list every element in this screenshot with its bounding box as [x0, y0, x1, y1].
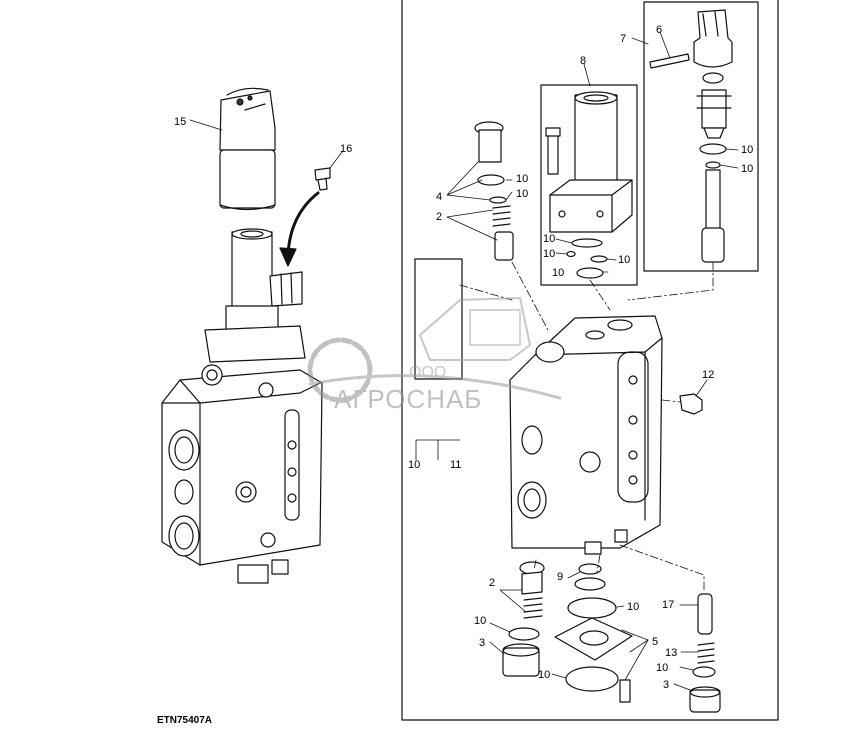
- plug-16: [314, 167, 331, 191]
- watermark-prefix: ООО: [409, 364, 446, 381]
- callout-10-lower-b: 10: [474, 615, 486, 627]
- callout-2-lower: 2: [489, 577, 495, 589]
- gear-logo-icon: [307, 337, 373, 403]
- relief-cartridge-parts: [474, 121, 514, 261]
- callout-3-right: 3: [663, 679, 669, 691]
- callout-6: 6: [656, 24, 662, 36]
- callout-17: 17: [662, 599, 674, 611]
- callout-10-detail7-a: 10: [741, 144, 753, 156]
- callout-10-inset: 10: [408, 459, 420, 471]
- callout-10-detail8-b: 10: [543, 248, 555, 260]
- callout-15: 15: [174, 116, 186, 128]
- callout-7: 7: [620, 33, 626, 45]
- callout-5: 5: [652, 636, 658, 648]
- detail-7-parts: [649, 9, 733, 263]
- callout-10-detail8-c: 10: [618, 254, 630, 266]
- callout-10-lower-a: 10: [627, 601, 639, 613]
- callout-16: 16: [340, 143, 352, 155]
- callout-3-left: 3: [479, 637, 485, 649]
- leader-lines: [189, 31, 739, 691]
- centerlines: [459, 261, 714, 593]
- callout-13: 13: [665, 647, 677, 659]
- watermark-name: АГРОСНАБ: [334, 384, 482, 414]
- agrosnab-watermark: ООО АГРОСНАБ: [307, 297, 562, 414]
- callout-10-detail8-d: 10: [552, 267, 564, 279]
- detail-box-7: [643, 1, 759, 272]
- callout-11: 11: [450, 459, 461, 471]
- callout-8: 8: [580, 55, 586, 67]
- partial-inset-box: [414, 258, 463, 380]
- figure-code: ETN75407A: [157, 715, 212, 726]
- assembly-arrow: [286, 191, 320, 257]
- detail-8-parts: [545, 91, 633, 279]
- callout-9: 9: [557, 571, 563, 583]
- tractor-logo-icon: [419, 297, 531, 361]
- detail-box-8: [540, 84, 638, 286]
- callout-2-upper: 2: [436, 211, 442, 223]
- callout-10-upper-b: 10: [516, 188, 528, 200]
- callout-12: 12: [702, 369, 714, 381]
- solenoid-coil: [219, 87, 276, 211]
- callout-10-lower-d: 10: [538, 669, 550, 681]
- plug-12: [679, 393, 703, 415]
- callout-10-lower-c: 10: [656, 662, 668, 674]
- callout-10-detail7-b: 10: [741, 163, 753, 175]
- callout-4: 4: [436, 191, 442, 203]
- exploded-view-frame: [401, 0, 779, 721]
- callout-10-detail8-a: 10: [543, 233, 555, 245]
- callout-10-upper-a: 10: [516, 173, 528, 185]
- exploded-valve-body: [509, 315, 663, 555]
- callout-labels: 15 16 7 6 8 4 2 10 10 10 10 10 10 10 10 …: [174, 24, 753, 691]
- lower-exploded-parts: [502, 561, 721, 713]
- assembled-valve: [161, 87, 331, 584]
